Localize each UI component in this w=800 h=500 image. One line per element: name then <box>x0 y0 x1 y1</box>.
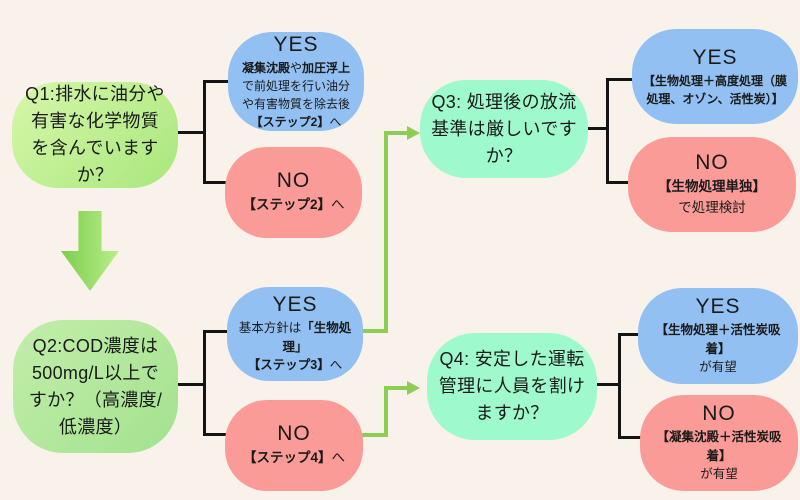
text-segment: へ <box>331 197 345 213</box>
connector-q2-yes-branch <box>206 330 230 333</box>
q3-yes-detail: 【生物処理＋高度処理（膜処理、オゾン、活性炭）】 <box>642 72 788 108</box>
text-segment: へ <box>331 450 346 466</box>
q2-yes-label: YES <box>272 292 318 316</box>
connector-q1-bracket <box>203 80 206 184</box>
connector-q3-bracket <box>606 78 609 184</box>
connector-no2-out <box>362 433 388 437</box>
q2-text: Q2:COD濃度は500mg/L以上ですか？（高濃度/低濃度） <box>28 335 163 437</box>
connector-yes2-riser <box>384 131 388 333</box>
node-q4: Q4: 安定した運転管理に人員を割けますか？ <box>427 333 597 440</box>
connector-q1-stem <box>177 131 206 134</box>
arrowhead-q3-icon <box>407 126 420 140</box>
q2-yes-detail: 基本方針は「生物処理」 【ステップ3】へ <box>237 319 353 375</box>
node-q4-no: NO 【凝集沈殿＋活性炭吸着】 が有望 <box>640 395 798 491</box>
connector-q1-no-branch <box>206 181 227 184</box>
text-segment: 「生物処理」 <box>282 320 352 354</box>
connector-q4-no-branch <box>621 436 641 439</box>
node-q2-yes: YES 基本方針は「生物処理」 【ステップ3】へ <box>227 287 363 381</box>
q2-no-detail: 【ステップ4】へ <box>243 448 345 468</box>
connector-no2-riser <box>384 386 388 437</box>
text-segment: 凝集沈殿 <box>241 60 290 75</box>
q3-no-detail: 【生物処理単独】 で処理検討 <box>658 177 766 218</box>
text-segment: 【ステップ3】 <box>247 358 330 373</box>
text-segment: が有望 <box>699 360 737 375</box>
connector-q4-stem <box>596 383 619 386</box>
connector-q3-stem <box>587 127 606 130</box>
connector-q4-yes-branch <box>621 333 639 336</box>
connector-yes2-to-q3 <box>384 131 408 135</box>
node-q1-yes: YES 凝集沈殿や加圧浮上で前処理を行い油分や有害物質を除去後【ステップ2】へ <box>228 32 364 131</box>
connector-no2-to-q4 <box>384 386 408 390</box>
q1-no-detail: 【ステップ2】へ <box>242 195 344 215</box>
q3-text: Q3: 処理後の放流基準は厳しいですか？ <box>431 91 577 166</box>
down-arrow-icon <box>61 211 119 291</box>
connector-q1-yes-branch <box>206 80 229 83</box>
text-segment: へ <box>329 114 342 129</box>
text-segment: 【ステップ2】 <box>250 114 330 129</box>
connector-yes2-out <box>362 329 388 333</box>
connector-q3-no-branch <box>609 181 631 184</box>
text-segment: で前処理を行い油分や有害物質を除去後 <box>241 78 350 111</box>
node-q3-no: NO 【生物処理単独】 で処理検討 <box>628 137 796 232</box>
q2-no-label: NO <box>277 422 311 446</box>
connector-q2-stem <box>177 383 206 386</box>
q1-yes-detail: 凝集沈殿や加圧浮上で前処理を行い油分や有害物質を除去後【ステップ2】へ <box>238 59 354 131</box>
text-segment: 【凝集沈殿＋活性炭吸着】 <box>656 429 782 463</box>
q4-text: Q4: 安定した運転管理に人員を割けますか？ <box>438 349 586 423</box>
connector-q2-bracket <box>203 330 206 436</box>
text-segment: が有望 <box>700 467 738 482</box>
q3-no-label: NO <box>695 151 729 175</box>
node-q1-no: NO 【ステップ2】へ <box>225 147 362 238</box>
text-segment: 加圧浮上 <box>302 60 351 75</box>
q1-no-label: NO <box>276 169 311 193</box>
text-segment: 【生物処理＋活性炭吸着】 <box>655 322 781 356</box>
q4-yes-label: YES <box>695 294 741 318</box>
node-q3: Q3: 処理後の放流基準は厳しいですか？ <box>420 80 588 178</box>
connector-q3-yes-branch <box>609 78 633 81</box>
text-segment: 【ステップ4】 <box>242 450 332 466</box>
q1-text: Q1:排水に油分や有害な化学物質を含んでいますか？ <box>25 84 165 185</box>
q4-no-label: NO <box>702 401 736 425</box>
node-q2: Q2:COD濃度は500mg/L以上ですか？（高濃度/低濃度） <box>13 320 178 453</box>
node-q3-yes: YES 【生物処理＋高度処理（膜処理、オゾン、活性炭）】 <box>632 29 798 124</box>
q4-no-detail: 【凝集沈殿＋活性炭吸着】 が有望 <box>650 428 788 484</box>
text-segment: で処理検討 <box>678 199 746 215</box>
text-segment: 【生物処理単独】 <box>658 179 766 195</box>
connector-q4-bracket <box>618 333 621 439</box>
node-q4-yes: YES 【生物処理＋活性炭吸着】 が有望 <box>638 288 798 384</box>
connector-q2-no-branch <box>206 433 227 436</box>
text-segment: 基本方針は <box>238 320 302 335</box>
q3-yes-label: YES <box>692 45 738 69</box>
text-segment: や <box>289 60 302 75</box>
text-segment: 【ステップ2】 <box>242 197 331 213</box>
node-q2-no: NO 【ステップ4】へ <box>225 400 363 491</box>
arrowhead-q4-icon <box>407 381 420 395</box>
text-segment: 【生物処理＋高度処理（膜処理、オゾン、活性炭）】 <box>642 73 787 106</box>
q1-yes-label: YES <box>273 32 319 56</box>
q4-yes-detail: 【生物処理＋活性炭吸着】 が有望 <box>648 321 788 377</box>
text-segment: へ <box>329 358 343 373</box>
node-q1: Q1:排水に油分や有害な化学物質を含んでいますか？ <box>12 82 178 188</box>
